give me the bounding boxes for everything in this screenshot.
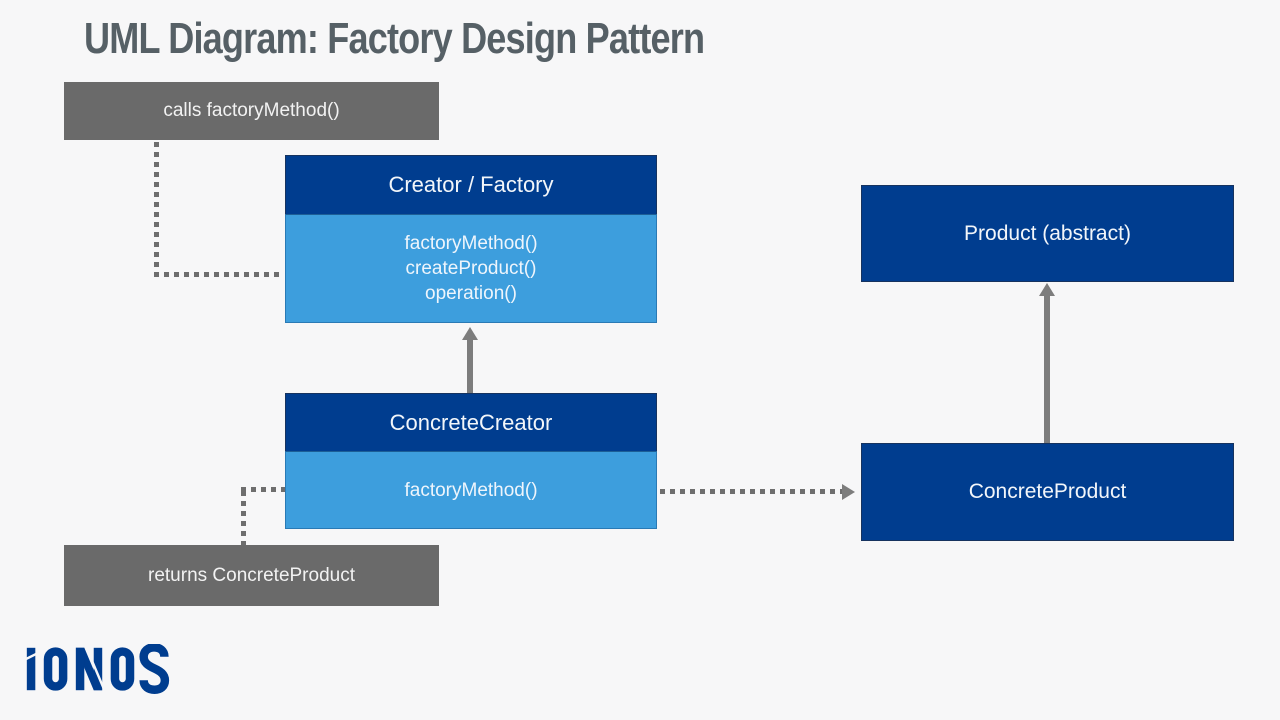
ionos-logo-icon (23, 643, 170, 694)
inheritance-arrowhead-product (1039, 283, 1055, 296)
method-factorymethod: factoryMethod() (404, 233, 538, 254)
method-createproduct: createProduct() (405, 258, 537, 279)
class-concrete-creator-header: ConcreteCreator (285, 393, 657, 452)
method-factorymethod-concrete: factoryMethod() (404, 479, 538, 501)
creates-arrowhead (842, 484, 855, 500)
class-creator-factory: Creator / Factory factoryMethod() create… (285, 155, 657, 323)
class-creator-factory-header: Creator / Factory (285, 155, 657, 215)
inheritance-shaft-product (1044, 296, 1050, 443)
class-concrete-creator-methods: factoryMethod() (285, 451, 657, 529)
class-product-abstract-name: Product (abstract) (964, 221, 1131, 245)
connector-calls-vertical (154, 142, 159, 276)
inheritance-shaft-creator (467, 338, 473, 393)
connector-creates-horizontal (660, 489, 842, 494)
method-operation: operation() (425, 283, 517, 304)
page-title: UML Diagram: Factory Design Pattern (84, 14, 705, 63)
class-concrete-creator: ConcreteCreator factoryMethod() (285, 393, 657, 529)
note-calls-factorymethod: calls factoryMethod() (64, 82, 439, 140)
note-calls-label: calls factoryMethod() (163, 100, 340, 121)
class-product-abstract: Product (abstract) (861, 185, 1234, 282)
note-returns-concreteproduct: returns ConcreteProduct (64, 545, 439, 606)
class-concrete-product: ConcreteProduct (861, 443, 1234, 541)
class-concrete-product-name: ConcreteProduct (968, 480, 1127, 503)
class-creator-factory-name: Creator / Factory (388, 172, 554, 197)
inheritance-arrowhead-creator (462, 327, 478, 340)
note-returns-label: returns ConcreteProduct (148, 564, 355, 586)
class-creator-factory-methods: factoryMethod() createProduct() operatio… (285, 214, 657, 323)
connector-returns-horizontal (241, 487, 285, 492)
class-concrete-creator-name: ConcreteCreator (389, 409, 553, 435)
connector-calls-horizontal (154, 272, 284, 277)
ionos-logo (23, 643, 171, 699)
connector-returns-vertical (241, 491, 246, 545)
